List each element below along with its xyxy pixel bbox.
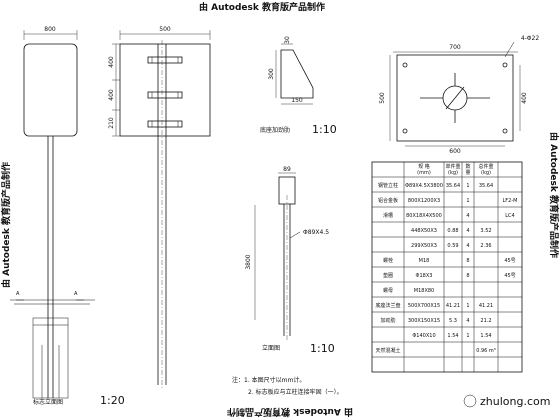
side-dim-2: 400 bbox=[108, 89, 115, 101]
watermark-top: 由 Autodesk 教育版产品制作 bbox=[199, 1, 325, 13]
table-cell: 8 bbox=[466, 258, 469, 264]
plate-width-700: 700 bbox=[449, 44, 461, 51]
table-header-cell: (kg) bbox=[448, 170, 458, 176]
bracket-dim-89: 89 bbox=[283, 166, 291, 173]
side-dim-1: 400 bbox=[108, 56, 115, 68]
drawing-notes: 注：1. 本图尺寸以mm计。 2. 标志板应与立柱连接牢固（一）。 bbox=[232, 376, 343, 396]
table-cell: 5.3 bbox=[449, 318, 457, 324]
table-cell: LF2-M bbox=[503, 198, 518, 204]
elevation-scale: 1:20 bbox=[100, 394, 125, 407]
table-cell: 500X700X15 bbox=[408, 303, 440, 309]
bracket-dim-3800: 3800 bbox=[245, 254, 252, 269]
table-cell: 800X1200X3 bbox=[408, 198, 440, 204]
table-cell: 0.88 bbox=[447, 228, 458, 234]
table-cell: Φ89X4.5X3800 bbox=[405, 183, 443, 189]
rib-scale: 1:10 bbox=[312, 123, 337, 136]
side-dim-3: 210 bbox=[108, 117, 115, 129]
table-cell: 加劲肋 bbox=[380, 317, 395, 324]
side-view-width-label: 500 bbox=[159, 26, 171, 33]
rib-dim-150: 150 bbox=[291, 97, 303, 104]
table-header-cell: 数 bbox=[465, 163, 470, 170]
note-line-1: 注：1. 本图尺寸以mm计。 bbox=[232, 376, 305, 384]
table-cell: LC4 bbox=[505, 213, 514, 219]
table-cell: 螺母 bbox=[383, 287, 393, 294]
table-cell: 4 bbox=[466, 318, 469, 324]
table-cell: 1.54 bbox=[447, 333, 458, 339]
plate-inner-height-400: 400 bbox=[521, 92, 528, 104]
table-header-cell: (kg) bbox=[481, 170, 491, 176]
watermark-right: 由 Autodesk 教育版产品制作 bbox=[548, 132, 560, 258]
elevation-caption: 标志立面图 bbox=[33, 398, 63, 406]
rib-detail: 30 300 150 底座加劲肋 1:10 bbox=[260, 36, 337, 136]
bracket-elevation: 89 3800 Φ89X4.5 立面图 1:10 bbox=[245, 166, 335, 355]
table-cell: 448X50X3 bbox=[411, 228, 437, 234]
site-logo-text: zhulong.com bbox=[480, 395, 550, 408]
site-logo: zhulong.com bbox=[463, 394, 550, 408]
section-mark-a: A bbox=[74, 291, 78, 297]
material-table bbox=[371, 161, 523, 373]
table-cell: 35.64 bbox=[479, 183, 493, 189]
table-cell: 底座法兰盘 bbox=[375, 302, 400, 309]
table-cell: 1 bbox=[466, 198, 469, 204]
table-cell: 0.96 m³ bbox=[476, 348, 496, 354]
table-cell: Φ140X10 bbox=[412, 333, 435, 339]
table-cell: 41.21 bbox=[446, 303, 460, 309]
table-cell: 41.21 bbox=[479, 303, 493, 309]
table-cell: 天然混凝土 bbox=[375, 347, 400, 354]
table-cell: 4 bbox=[466, 213, 469, 219]
rib-dim-300: 300 bbox=[268, 68, 275, 80]
bracket-scale: 1:10 bbox=[310, 342, 335, 355]
table-cell: 8 bbox=[466, 273, 469, 279]
table-cell: 垫圈 bbox=[383, 272, 393, 279]
table-cell: 300X150X15 bbox=[408, 318, 440, 324]
table-cell: 45号 bbox=[504, 258, 515, 264]
table-cell: Φ18X3 bbox=[416, 273, 433, 279]
table-header-cell: (mm) bbox=[417, 170, 431, 176]
table-cell: 3.52 bbox=[480, 228, 491, 234]
bracket-caption: 立面图 bbox=[262, 344, 280, 352]
clamp-bracket bbox=[147, 56, 183, 128]
sign-elevation: 800 A A 标志立面图 1:20 bbox=[10, 26, 125, 407]
plate-holes-note: 4-Φ22 bbox=[521, 35, 540, 42]
bracket-pipe-label: Φ89X4.5 bbox=[303, 229, 329, 236]
table-header-cell: 单件重 bbox=[445, 163, 460, 170]
table-cell: M18X80 bbox=[414, 288, 434, 294]
side-view: 500 400 400 210 bbox=[108, 26, 211, 388]
base-plate-plan: 700 4-Φ22 500 400 600 bbox=[379, 35, 539, 155]
table-cell: 4 bbox=[466, 228, 469, 234]
table-header-cell: 量 bbox=[465, 169, 470, 176]
table-cell: 1 bbox=[466, 333, 469, 339]
table-cell: 1.54 bbox=[480, 333, 491, 339]
table-cell: 45号 bbox=[504, 273, 515, 279]
table-cell: 2.36 bbox=[480, 243, 491, 249]
table-cell: 1 bbox=[466, 303, 469, 309]
table-cell: 铝合金板 bbox=[378, 197, 398, 204]
table-cell: 4 bbox=[466, 243, 469, 249]
table-cell: 35.64 bbox=[446, 183, 460, 189]
svg-text:A: A bbox=[16, 291, 20, 297]
table-cell: 螺栓 bbox=[383, 257, 393, 264]
elevation-width-label: 800 bbox=[44, 26, 56, 33]
note-line-2: 2. 标志板应与立柱连接牢固（一）。 bbox=[248, 388, 343, 396]
table-header-cell: 总件重 bbox=[478, 163, 493, 170]
sign-panel bbox=[23, 43, 78, 137]
table-cell: 80X18X4X500 bbox=[406, 213, 442, 219]
table-cell: M18 bbox=[419, 258, 430, 264]
watermark-bottom: 由 Autodesk 教育版产品制作 bbox=[227, 406, 353, 418]
table-cell: 1 bbox=[466, 183, 469, 189]
base-plate bbox=[396, 54, 514, 142]
table-cell: 299X50X3 bbox=[411, 243, 437, 249]
table-cell: 0.59 bbox=[447, 243, 458, 249]
table-cell: 21.2 bbox=[480, 318, 491, 324]
plate-inner-width-600: 600 bbox=[449, 148, 461, 155]
table-cell: 滑槽 bbox=[383, 212, 393, 219]
rib-caption: 底座加劲肋 bbox=[260, 126, 290, 134]
watermark-left: 由 Autodesk 教育版产品制作 bbox=[0, 162, 12, 288]
table-header-cell: 规 格 bbox=[418, 163, 430, 170]
rib-dim-30: 30 bbox=[284, 36, 291, 44]
table-cell: 钢管立柱 bbox=[378, 182, 398, 189]
plate-height-500: 500 bbox=[379, 92, 386, 104]
